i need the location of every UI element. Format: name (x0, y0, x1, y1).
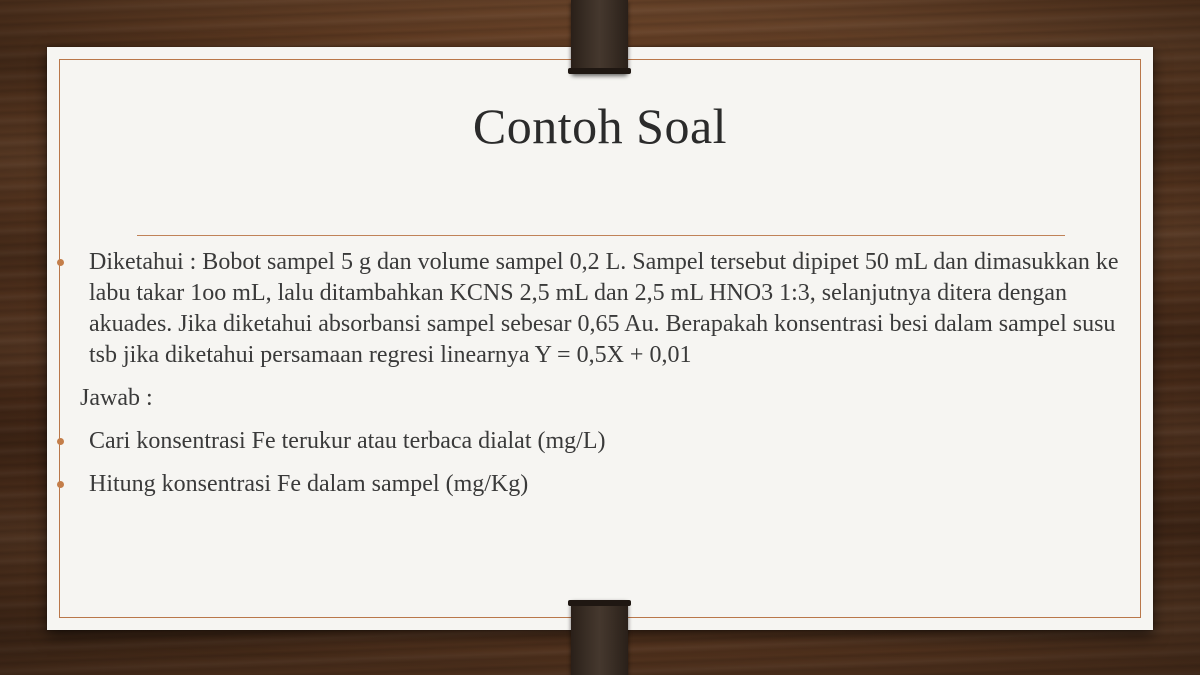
list-item-step-2: Hitung konsentrasi Fe dalam sampel (mg/K… (57, 469, 1137, 500)
list-item-problem: Diketahui : Bobot sampel 5 g dan volume … (57, 247, 1137, 371)
slide-content: Diketahui : Bobot sampel 5 g dan volume … (57, 247, 1137, 512)
answer-label: Jawab : (57, 383, 1137, 414)
bullet-icon (57, 438, 64, 445)
slide-title: Contoh Soal (472, 98, 728, 154)
binder-clip-bottom (568, 600, 631, 675)
slide-card: Contoh Soal Diketahui : Bobot sampel 5 g… (47, 47, 1153, 630)
title-divider (137, 235, 1065, 236)
bullet-icon (57, 259, 64, 266)
list-item-step-1: Cari konsentrasi Fe terukur atau terbaca… (57, 426, 1137, 457)
problem-text: Diketahui : Bobot sampel 5 g dan volume … (89, 249, 1119, 368)
step-2-text: Hitung konsentrasi Fe dalam sampel (mg/K… (89, 471, 529, 497)
step-1-text: Cari konsentrasi Fe terukur atau terbaca… (89, 428, 606, 454)
bullet-icon (57, 481, 64, 488)
binder-clip-top (568, 0, 631, 74)
answer-label-text: Jawab : (80, 385, 153, 411)
